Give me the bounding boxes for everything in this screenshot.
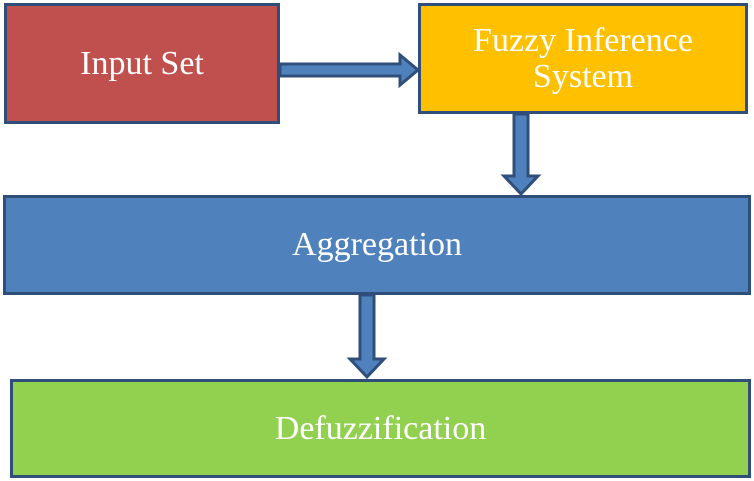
node-fuzzy-inference-system: Fuzzy Inference System xyxy=(418,3,748,114)
arrow-input-to-fis xyxy=(278,51,421,89)
arrow-aggregation-to-defuzzification xyxy=(346,293,388,380)
node-input-set-label: Input Set xyxy=(80,44,204,82)
node-defuzzification: Defuzzification xyxy=(10,379,751,478)
node-fuzzy-inference-label-line1: Fuzzy Inference xyxy=(473,21,693,59)
node-aggregation: Aggregation xyxy=(3,195,751,295)
node-aggregation-label: Aggregation xyxy=(292,226,462,264)
node-defuzzification-label: Defuzzification xyxy=(274,409,487,447)
node-input-set: Input Set xyxy=(4,3,280,124)
node-fuzzy-inference-label: Fuzzy Inference System xyxy=(473,23,693,94)
node-fuzzy-inference-label-line2: System xyxy=(532,57,634,95)
arrow-fis-to-aggregation xyxy=(500,112,542,197)
